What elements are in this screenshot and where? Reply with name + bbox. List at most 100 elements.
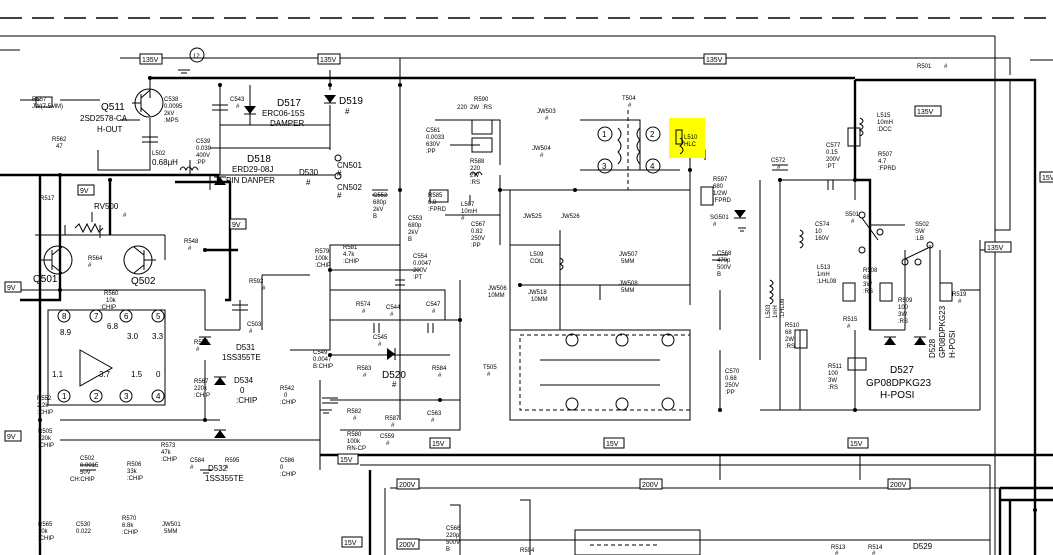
rotated-part-label: 1mH [773, 305, 779, 318]
part-label: R570 [122, 516, 137, 522]
part-label: 0.15 [826, 150, 838, 156]
part-label: 6.8 [428, 200, 437, 206]
part-label: 50V [80, 470, 91, 476]
part-label: 220 [470, 166, 481, 172]
voltage-tag-box [139, 53, 163, 65]
part-label: 68 [785, 330, 792, 336]
ic-pin-circles [57, 309, 165, 403]
part-label: :RS [785, 344, 795, 350]
ground-icons [178, 69, 746, 474]
part-label: D527 [890, 365, 914, 376]
part-label: R506 [127, 462, 142, 468]
part-label: # [438, 373, 442, 379]
transformer-t504-icon [597, 110, 661, 190]
part-label: 470p [717, 258, 731, 264]
part-label: 0 [240, 386, 245, 395]
part-label: D517 [277, 98, 301, 109]
part-label: # [378, 342, 382, 348]
switch-s502-icon [901, 241, 934, 266]
part-label: 5MM [164, 529, 177, 535]
pin-label: 7 [94, 312, 99, 321]
voltage-tag-box [603, 437, 625, 449]
part-label: C502 [80, 456, 95, 462]
part-label: :CHIP [343, 259, 359, 265]
part-label: # [337, 191, 342, 200]
rotated-part-label: L503 [766, 304, 772, 318]
part-label: R588 [470, 159, 485, 165]
pin-label: 5 [156, 312, 161, 321]
voltage-tag-box [914, 105, 942, 117]
voltage-tag: 135V [706, 57, 723, 64]
part-label: :RS [828, 385, 838, 391]
part-label: C563 [427, 411, 442, 417]
part-label: # [236, 104, 240, 110]
voltage-tag-box [4, 281, 22, 293]
voltage-tag: 135V [987, 245, 1004, 252]
voltage-tag-box [341, 536, 363, 548]
power-resistor-icons [35, 96, 953, 371]
part-label: :MPS [164, 118, 179, 124]
part-label: 47 [56, 144, 63, 150]
part-label: R514 [868, 545, 883, 551]
part-label: 3W [898, 312, 907, 318]
part-label: R565 [38, 522, 53, 528]
part-label: # [353, 416, 357, 422]
part-label: Q511 [101, 102, 125, 113]
part-label: # [386, 441, 390, 447]
part-label: # [391, 423, 395, 429]
part-label: 220k [194, 386, 208, 392]
part-label: R501 [917, 64, 932, 70]
part-label: # [306, 178, 311, 187]
voltage-tag-box [396, 538, 420, 550]
voltage-tag-box [77, 184, 95, 196]
diode-d528-icon [914, 336, 926, 345]
pin-label: 0 [156, 370, 161, 379]
diode-d517-icon [244, 106, 256, 115]
part-label: R582 [347, 409, 362, 415]
part-label: 120k [38, 436, 52, 442]
part-label: 2W [470, 173, 479, 179]
part-label: R519 [952, 292, 967, 298]
pin-label: 1.1 [52, 370, 64, 379]
part-label: # [835, 551, 839, 555]
part-label: # [872, 551, 876, 555]
diode-d520-icon [387, 348, 396, 360]
part-label: # [628, 103, 632, 109]
part-label: # [958, 299, 962, 305]
pin-label: 8.9 [60, 328, 72, 337]
part-label: :CHIP [37, 410, 53, 416]
part-label: 630V [426, 142, 440, 148]
part-label: 2.2k [37, 403, 49, 409]
part-label: D529 [913, 542, 933, 551]
part-label: # [188, 246, 192, 252]
part-label: D519 [339, 96, 363, 107]
diode-d532-icon [214, 429, 226, 438]
diode-d534-icon [214, 376, 226, 385]
part-label: B:CHIP [313, 364, 333, 370]
part-label: R507 [878, 152, 893, 158]
part-label: C559 [380, 434, 395, 440]
pin-label: 3.7 [99, 370, 111, 379]
voltage-tag: 9V [80, 188, 89, 195]
part-label: 200V [413, 268, 427, 274]
part-label: 680 [713, 184, 724, 190]
part-label: :CHIP [122, 530, 138, 536]
part-label: D520 [382, 370, 406, 381]
part-label: JW518 [528, 290, 547, 296]
part-label: 1SS355TE [222, 353, 261, 362]
part-label: # [390, 312, 394, 318]
part-label: R581 [343, 245, 358, 251]
part-label: H-POSI [880, 390, 914, 401]
part-label: # [777, 165, 781, 171]
voltage-tag: 200V [890, 482, 907, 489]
part-label: 10 [815, 229, 822, 235]
transistor-q501-icon [40, 245, 73, 275]
part-label: 4.7 [878, 159, 887, 165]
part-label: R505 [38, 429, 53, 435]
part-label: 47k [161, 450, 172, 456]
part-label: :DCC [877, 127, 892, 133]
test-point-label: 12 [193, 54, 200, 60]
part-label: :RS [863, 289, 873, 295]
part-label: C543 [230, 97, 245, 103]
